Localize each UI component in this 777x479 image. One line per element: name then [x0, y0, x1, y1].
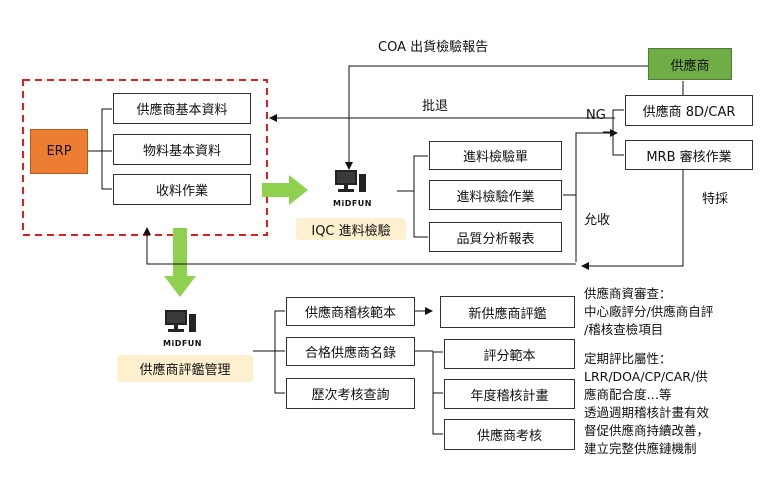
qualified-list-bracket: [415, 350, 443, 435]
new-eval-label: 新供應商評鑑: [468, 306, 547, 322]
eval-sub-annual-audit-plan: 年度稽核計畫: [444, 379, 575, 409]
note-line: 督促供應商持續改善，: [584, 423, 710, 438]
note-line: 中心廠評分/供應商自評: [584, 304, 714, 319]
eval-item-audit-template: 供應商稽核範本: [286, 297, 415, 326]
computer-icon: [335, 170, 366, 192]
iqc-item-quality-report: 品質分析報表: [429, 222, 562, 252]
iqc-item-label: 進料檢驗單: [462, 150, 528, 165]
eval-sub-supplier-assessment: 供應商考核: [444, 419, 575, 450]
eval-sub-scoring-template: 評分範本: [444, 339, 575, 369]
coa-arrow-line: [345, 65, 648, 170]
return-label: 批退: [422, 99, 449, 114]
green-arrow-right: [262, 175, 308, 205]
erp-group-dashed-border: [22, 79, 268, 236]
iqc-item-inspection-form: 進料檢驗單: [429, 141, 562, 170]
eval-sub-label: 供應商考核: [476, 429, 542, 444]
iqc-label: IQC 進料檢驗: [311, 223, 391, 239]
master-item-receiving: 收料作業: [113, 174, 251, 205]
iqc-item-label: 品質分析報表: [456, 231, 535, 247]
eval-sub-label: 評分範本: [483, 348, 536, 364]
ng-item-8d-car: 供應商 8D/CAR: [625, 95, 753, 126]
note-line: 應商配合度…等: [584, 387, 672, 402]
eval-item-qualified-list: 合格供應商名錄: [286, 337, 415, 366]
note-line: /稽核查檢項目: [584, 322, 664, 337]
eval-item-label: 供應商稽核範本: [304, 306, 396, 321]
computer-icon: [165, 310, 196, 332]
evaluation-bracket: [253, 310, 285, 394]
midfun-logo: MiDFUN: [163, 339, 202, 348]
note-line: 定期評比屬性：: [584, 351, 672, 366]
green-arrow-down: [164, 228, 196, 297]
iqc-item-inspection-task: 進料檢驗作業: [429, 180, 562, 210]
eval-sub-label: 年度稽核計畫: [470, 388, 549, 404]
supplier-box: 供應商: [648, 48, 732, 80]
master-item-label: 物料基本資料: [142, 144, 221, 159]
ng-item-mrb-review: MRB 審核作業: [625, 140, 753, 170]
periodic-notes: 定期評比屬性： LRR/DOA/CP/CAR/供 應商配合度…等 透過週期稽核計…: [584, 350, 709, 458]
master-item-label: 收料作業: [155, 184, 208, 199]
audit-notes: 供應商資審查： 中心廠評分/供應商自評 /稽核查檢項目: [584, 285, 713, 339]
ng-label: NG: [586, 108, 606, 123]
evaluation-label: 供應商評鑑管理: [139, 363, 231, 378]
accept-label: 允收: [584, 213, 611, 228]
ng-item-label: 供應商 8D/CAR: [642, 105, 736, 120]
special-accept-label: 特採: [702, 192, 729, 207]
supplier-label: 供應商: [670, 58, 710, 74]
note-line: 供應商資審查：: [584, 286, 672, 301]
iqc-bracket: [397, 155, 428, 238]
master-item-material-data: 物料基本資料: [113, 134, 251, 165]
iqc-badge: IQC 進料檢驗: [296, 218, 406, 240]
note-line: 透過週期稽核計畫有效: [584, 405, 710, 420]
special-accept-line: [581, 170, 684, 270]
eval-item-label: 歷次考核查詢: [311, 388, 390, 403]
erp-box: ERP: [30, 129, 88, 174]
midfun-logo: MiDFUN: [333, 199, 372, 208]
master-item-supplier-data: 供應商基本資料: [113, 93, 251, 124]
iqc-item-label: 進料檢驗作業: [456, 189, 535, 205]
erp-bracket: [88, 108, 112, 190]
note-line: 建立完整供應鏈機制: [584, 441, 697, 456]
note-line: LRR/DOA/CP/CAR/供: [584, 369, 708, 384]
ng-item-label: MRB 審核作業: [646, 149, 732, 165]
eval-item-history-query: 歷次考核查詢: [286, 378, 415, 409]
new-supplier-evaluation: 新供應商評鑑: [440, 296, 575, 328]
eval-item-label: 合格供應商名錄: [304, 346, 396, 361]
inspection-to-ng-line: [563, 129, 618, 196]
evaluation-badge: 供應商評鑑管理: [117, 355, 253, 382]
erp-label: ERP: [46, 144, 72, 159]
bottom-return-line: [143, 227, 576, 265]
master-item-label: 供應商基本資料: [136, 103, 228, 118]
coa-label: COA 出貨檢驗報告: [378, 40, 489, 55]
